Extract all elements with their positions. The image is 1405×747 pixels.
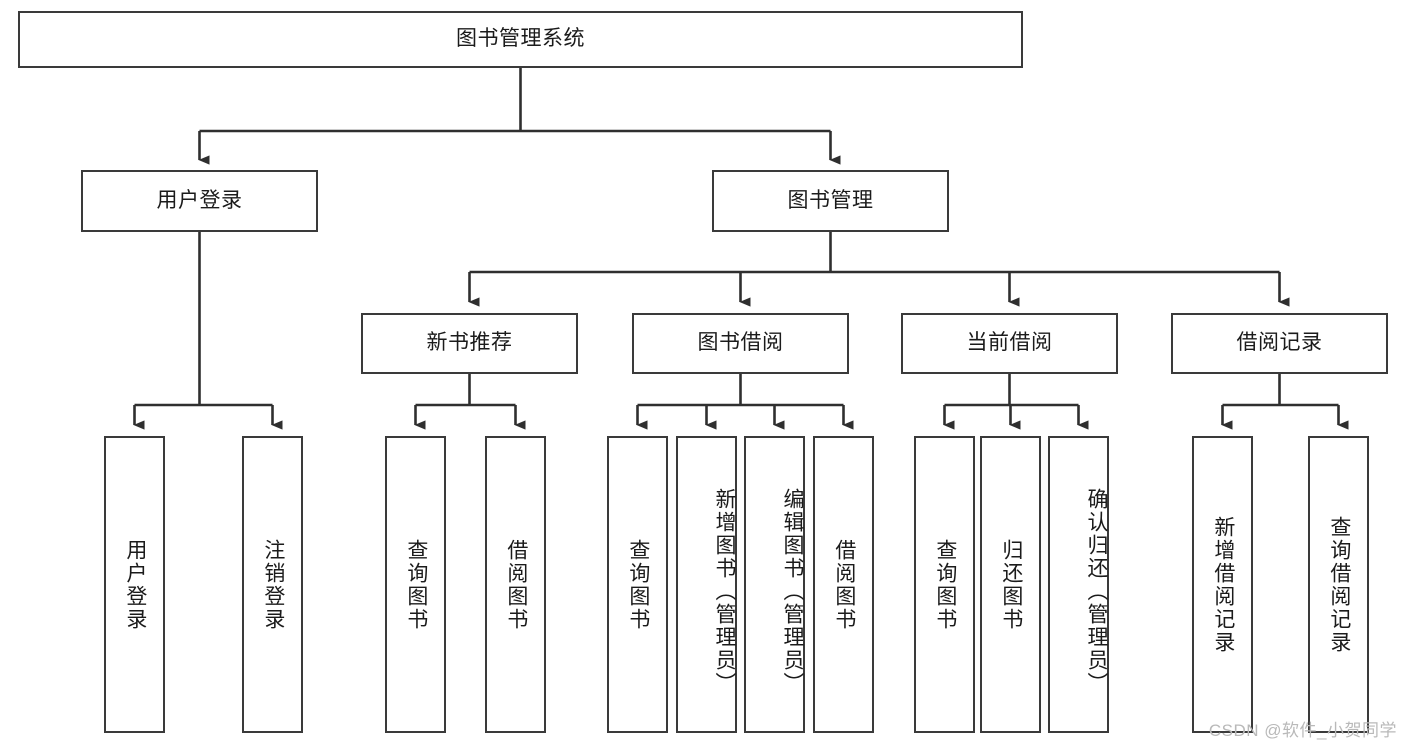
node-new-book-rec[interactable]: 新书推荐 bbox=[361, 313, 578, 374]
node-label: 新增借阅记录 bbox=[1211, 515, 1235, 654]
node-label: 确认归还（管理员） bbox=[1085, 488, 1108, 695]
node-leaf-borrow-book-1[interactable]: 借阅图书 bbox=[485, 436, 546, 733]
node-label: 当前借阅 bbox=[966, 331, 1053, 355]
node-leaf-edit-book[interactable]: 编辑图书（管理员） bbox=[744, 436, 805, 733]
node-leaf-add-book[interactable]: 新增图书（管理员） bbox=[676, 436, 737, 733]
node-book-borrow[interactable]: 图书借阅 bbox=[632, 313, 849, 374]
node-label: 图书借阅 bbox=[697, 331, 784, 355]
node-current-borrow[interactable]: 当前借阅 bbox=[901, 313, 1118, 374]
node-label: 图书管理系统 bbox=[456, 27, 585, 51]
node-leaf-add-record[interactable]: 新增借阅记录 bbox=[1192, 436, 1253, 733]
node-label: 借阅图书 bbox=[832, 538, 856, 631]
node-leaf-return-book[interactable]: 归还图书 bbox=[980, 436, 1041, 733]
csdn-watermark: CSDN @软件_小贺同学 bbox=[1208, 721, 1397, 740]
node-label: 用户登录 bbox=[123, 538, 147, 631]
node-leaf-borrow-book-2[interactable]: 借阅图书 bbox=[813, 436, 874, 733]
node-label: 查询图书 bbox=[933, 538, 957, 631]
node-leaf-query-book-2[interactable]: 查询图书 bbox=[607, 436, 668, 733]
node-leaf-query-record[interactable]: 查询借阅记录 bbox=[1308, 436, 1369, 733]
node-label: 查询图书 bbox=[626, 538, 650, 631]
node-label: 查询借阅记录 bbox=[1327, 515, 1351, 654]
node-leaf-query-book-3[interactable]: 查询图书 bbox=[914, 436, 975, 733]
node-label: 注销登录 bbox=[261, 538, 285, 631]
node-root-system[interactable]: 图书管理系统 bbox=[18, 11, 1023, 68]
node-book-manage[interactable]: 图书管理 bbox=[712, 170, 949, 232]
node-label: 新书推荐 bbox=[426, 331, 513, 355]
node-label: 归还图书 bbox=[999, 538, 1023, 631]
node-borrow-record[interactable]: 借阅记录 bbox=[1171, 313, 1388, 374]
node-user-login[interactable]: 用户登录 bbox=[81, 170, 318, 232]
node-leaf-confirm-return[interactable]: 确认归还（管理员） bbox=[1048, 436, 1109, 733]
node-label: 编辑图书（管理员） bbox=[781, 488, 804, 695]
node-label: 借阅图书 bbox=[504, 538, 528, 631]
node-leaf-user-login[interactable]: 用户登录 bbox=[104, 436, 165, 733]
node-label: 查询图书 bbox=[404, 538, 428, 631]
node-label: 图书管理 bbox=[787, 188, 874, 212]
node-leaf-query-book-1[interactable]: 查询图书 bbox=[385, 436, 446, 733]
node-label: 用户登录 bbox=[156, 188, 243, 212]
node-label: 借阅记录 bbox=[1236, 331, 1323, 355]
node-label: 新增图书（管理员） bbox=[713, 488, 736, 695]
node-leaf-logout[interactable]: 注销登录 bbox=[242, 436, 303, 733]
